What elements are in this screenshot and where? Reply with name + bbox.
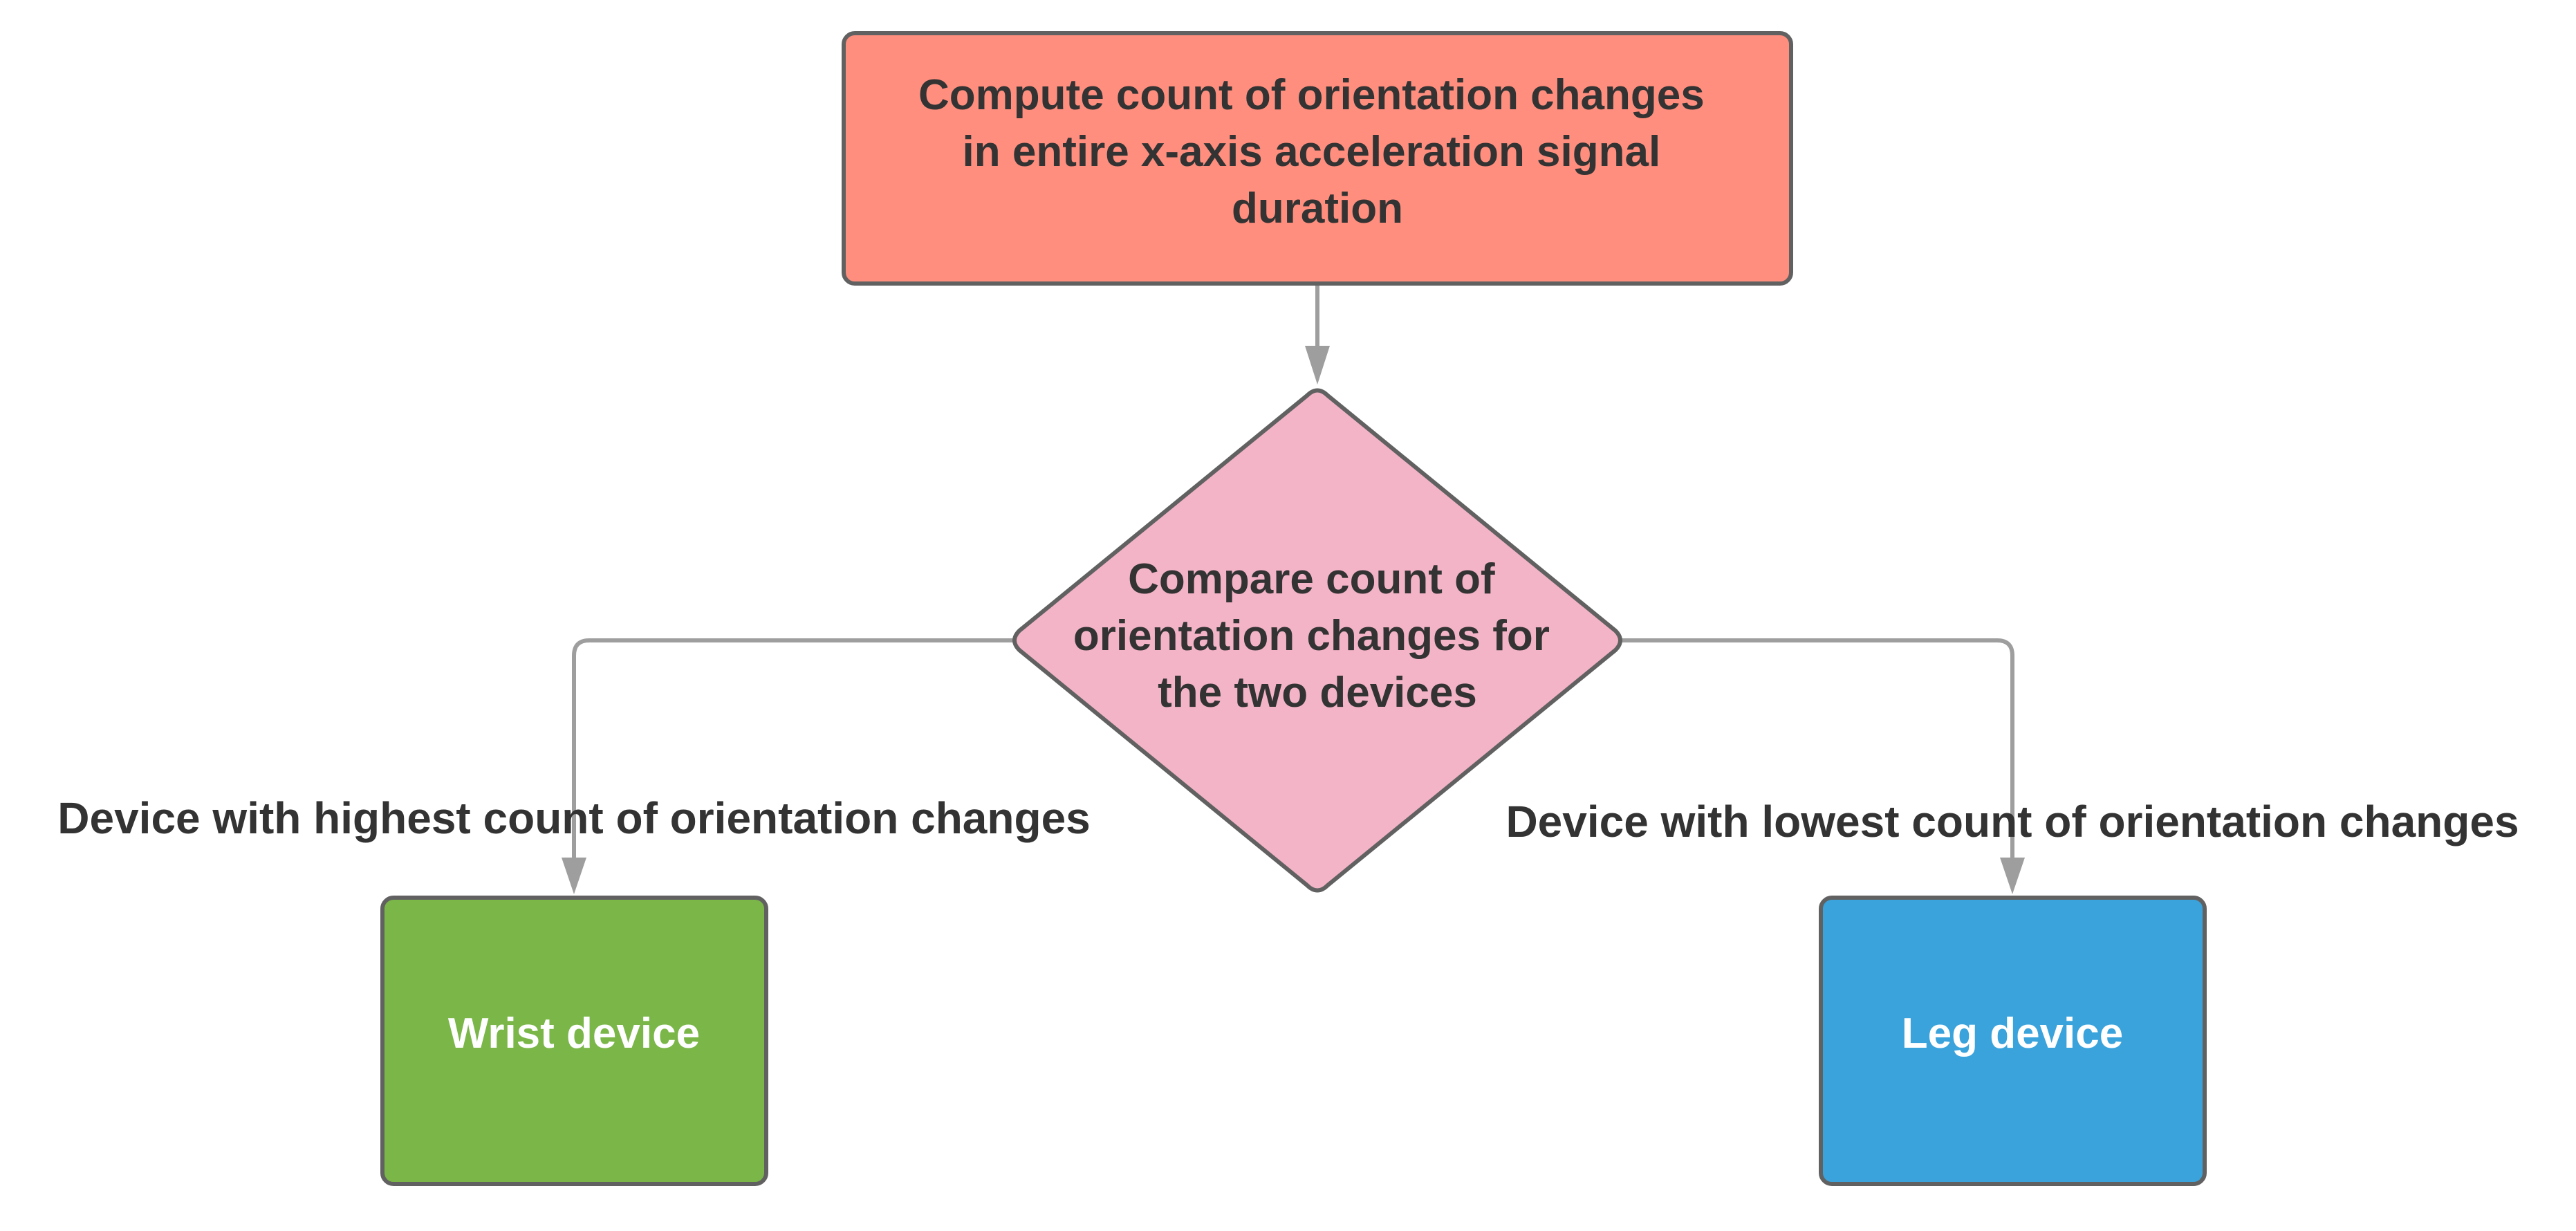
arrowhead-down-icon xyxy=(2000,858,2025,894)
connectors xyxy=(572,285,2014,861)
leg-device-node: Leg device xyxy=(1819,896,2207,1186)
wrist-device-box xyxy=(380,896,768,1186)
wrist-device-node: Wrist device xyxy=(380,896,768,1186)
compute-box xyxy=(842,31,1793,286)
svg-text:Compute count of orientation c: Compute count of orientation changes in … xyxy=(918,71,1716,232)
arrowheads xyxy=(562,346,2025,894)
compute-text-line: Compute count of orientation changes xyxy=(918,71,1705,119)
compare-text-line: the two devices xyxy=(1158,669,1477,716)
compute-node: Compute count of orientation changes in … xyxy=(842,31,1793,286)
arrowhead-down-icon xyxy=(562,858,586,894)
connector-compare-to-wrist xyxy=(572,638,1013,861)
leg-device-box xyxy=(1819,896,2207,1186)
svg-text:Compare count of orienta: Compare count of orientation changes for… xyxy=(1073,555,1562,716)
edge-label-lowest: Device with lowest count of orientation … xyxy=(1505,797,2519,846)
arrowhead-down-icon xyxy=(1305,346,1330,385)
compute-text-line: duration xyxy=(1232,185,1403,232)
compute-text-line: in entire x-axis acceleration signal xyxy=(963,128,1661,176)
compare-decision-node: Compare count of orientation changes for… xyxy=(1012,388,1622,893)
leg-device-label: Leg device xyxy=(1902,1010,2123,1057)
connector-compare-to-leg xyxy=(1622,638,2014,861)
edge-label-highest: Device with highest count of orientation… xyxy=(57,793,1091,843)
compare-text-line: orientation changes for xyxy=(1073,612,1550,660)
compare-text-line: Compare count of xyxy=(1128,555,1495,603)
compare-diamond xyxy=(1012,388,1622,893)
wrist-device-label: Wrist device xyxy=(448,1010,700,1057)
